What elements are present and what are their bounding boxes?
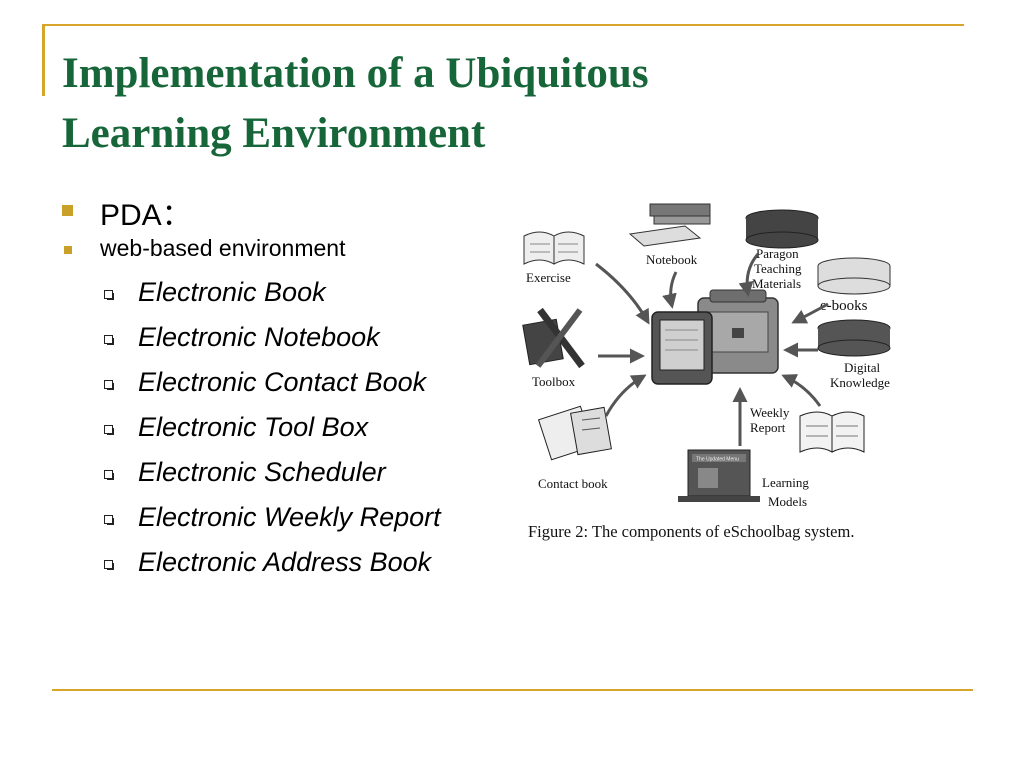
checkbox-bullet-icon xyxy=(104,335,114,345)
paragon-label-1: Paragon xyxy=(756,246,799,261)
bullet-label: web-based environment xyxy=(100,235,346,261)
exercise-label: Exercise xyxy=(526,270,571,285)
checkbox-bullet-icon xyxy=(104,425,114,435)
slide-title: Implementation of a Ubiquitous Learning … xyxy=(62,44,962,164)
weekly-label-2: Report xyxy=(750,420,786,435)
square-bullet-icon xyxy=(62,205,73,216)
exercise-book-icon xyxy=(523,231,585,265)
schoolbag-icon xyxy=(697,289,779,374)
square-bullet-icon xyxy=(64,246,72,254)
toolbox-label: Toolbox xyxy=(532,374,576,389)
paragon-label-2: Teaching xyxy=(754,261,802,276)
sub-bullet-label: Electronic Scheduler xyxy=(138,457,386,487)
figure-caption: Figure 2: The components of eSchoolbag s… xyxy=(528,522,854,541)
weekly-report-book-icon xyxy=(799,411,865,453)
arrow-notebook xyxy=(662,271,678,309)
sub-bullet-electronic-tool-box: Electronic Tool Box xyxy=(62,411,502,456)
bullet-list: PDA： web-based environment Electronic Bo… xyxy=(62,188,502,591)
arrow-weekly xyxy=(781,374,822,407)
sub-bullet-label: Electronic Tool Box xyxy=(138,412,369,442)
ebooks-database-icon xyxy=(817,257,891,295)
eschoolbag-diagram: Exercise Notebook Paragon Teaching Mater… xyxy=(522,203,891,541)
bullet-label: PDA： xyxy=(100,199,192,232)
notebook-label: Notebook xyxy=(646,252,698,267)
sub-bullet-electronic-weekly-report: Electronic Weekly Report xyxy=(62,501,502,546)
digital-label-2: Knowledge xyxy=(830,375,890,390)
learning-label-2: Models xyxy=(768,494,807,509)
checkbox-bullet-icon xyxy=(104,380,114,390)
title-line-2: Learning Environment xyxy=(62,110,486,157)
arrow-contact xyxy=(604,374,647,417)
sub-bullet-electronic-book: Electronic Book xyxy=(62,276,502,321)
title-line-1: Implementation of a Ubiquitous xyxy=(62,50,649,97)
digital-knowledge-database-icon xyxy=(817,319,891,357)
pda-icon xyxy=(651,311,713,385)
screen-text: The Updated Menu xyxy=(696,457,739,463)
notebook-icon xyxy=(628,203,711,247)
contact-book-icon xyxy=(537,405,612,461)
toolbox-icon xyxy=(522,307,585,369)
arrow-exercise xyxy=(595,262,650,325)
flow-arrows xyxy=(595,253,829,446)
checkbox-bullet-icon xyxy=(104,515,114,525)
checkbox-bullet-icon xyxy=(104,560,114,570)
bottom-horizontal-rule xyxy=(52,689,973,691)
sub-bullet-electronic-scheduler: Electronic Scheduler xyxy=(62,456,502,501)
sub-bullet-label: Electronic Contact Book xyxy=(138,367,427,397)
bullet-web-based: web-based environment xyxy=(62,232,502,276)
ebooks-label: e-books xyxy=(820,298,868,314)
weekly-label-1: Weekly xyxy=(750,405,790,420)
bullet-pda: PDA： xyxy=(62,188,502,232)
sub-bullet-label: Electronic Weekly Report xyxy=(138,502,441,532)
top-horizontal-rule xyxy=(42,24,964,26)
learning-models-monitor-icon: The Updated Menu xyxy=(678,449,760,502)
sub-bullet-label: Electronic Address Book xyxy=(138,547,432,577)
contact-book-label: Contact book xyxy=(538,476,608,491)
sub-bullet-electronic-contact-book: Electronic Contact Book xyxy=(62,366,502,411)
sub-bullet-electronic-address-book: Electronic Address Book xyxy=(62,546,502,591)
arrow-ebooks xyxy=(791,302,829,324)
checkbox-bullet-icon xyxy=(104,470,114,480)
sub-bullet-label: Electronic Notebook xyxy=(138,322,380,352)
top-left-vertical-rule xyxy=(42,24,45,96)
arrow-paragon xyxy=(738,253,760,297)
digital-label-1: Digital xyxy=(844,360,880,375)
eschoolbag-figure: Exercise Notebook Paragon Teaching Mater… xyxy=(510,190,930,560)
sub-bullet-label: Electronic Book xyxy=(138,277,326,307)
paragon-label-3: Materials xyxy=(752,276,801,291)
paragon-database-icon xyxy=(745,209,819,249)
sub-bullet-electronic-notebook: Electronic Notebook xyxy=(62,321,502,366)
checkbox-bullet-icon xyxy=(104,290,114,300)
learning-label-1: Learning xyxy=(762,475,809,490)
